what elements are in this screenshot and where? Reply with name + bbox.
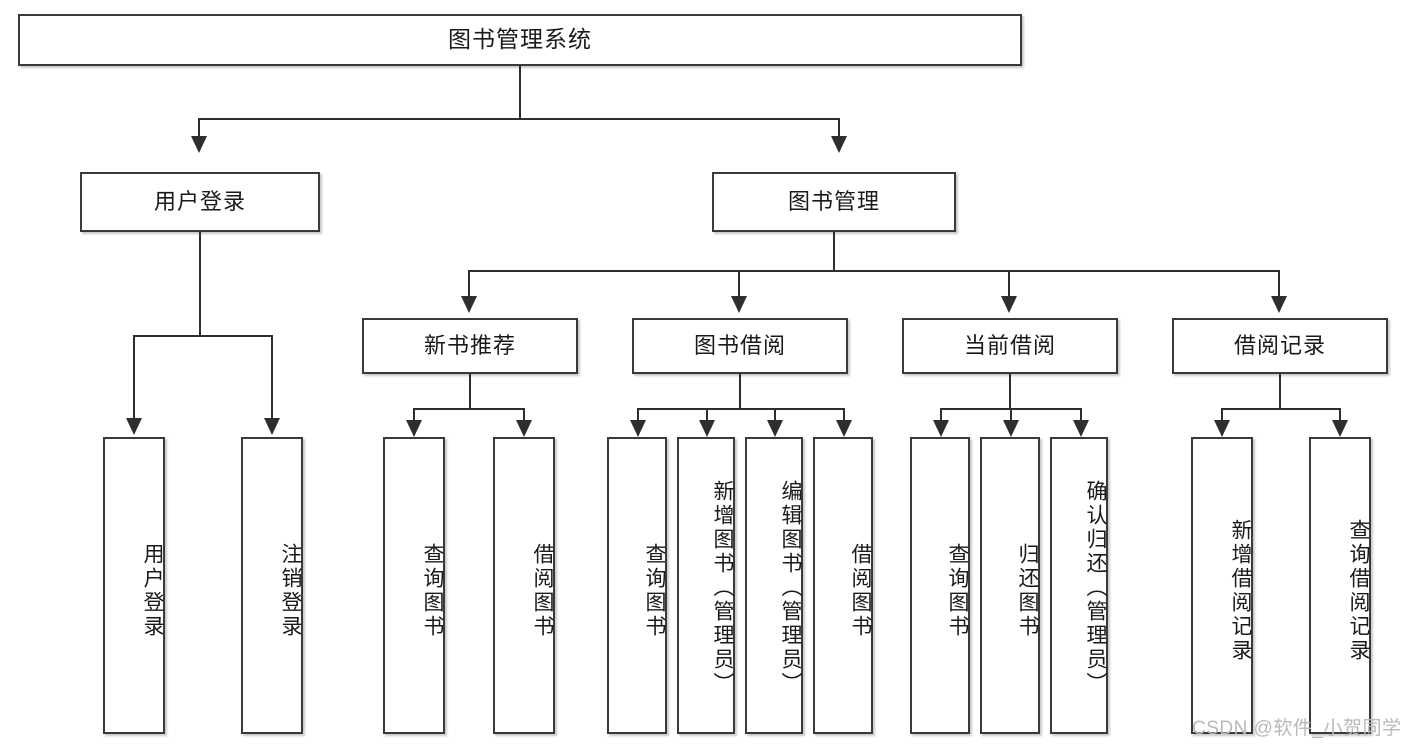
connector-bb-drop-2	[706, 408, 708, 420]
arrow-bb-leaf-1	[630, 420, 646, 437]
node-borrow-record[interactable]: 借阅记录	[1172, 318, 1388, 374]
connector-bm-drop-2	[738, 270, 740, 296]
connector-bb-bar	[637, 408, 845, 410]
arrow-bb-leaf-4	[836, 420, 852, 437]
leaf-cb-confirm-return-admin[interactable]: 确认归还（管理员）	[1050, 437, 1108, 734]
connector-cb-drop-3	[1080, 408, 1082, 420]
connector-root-bar	[198, 118, 840, 120]
connector-book-manage-bar	[468, 270, 1280, 272]
connector-bb-drop-4	[843, 408, 845, 420]
arrow-cb-leaf-2	[1003, 420, 1019, 437]
leaf-cb-query-book[interactable]: 查询图书	[910, 437, 970, 734]
leaf-bb-add-book-admin[interactable]: 新增图书（管理员）	[677, 437, 735, 734]
arrow-to-leaf-logout	[264, 418, 280, 435]
connector-br-bar	[1221, 408, 1339, 410]
node-book-borrow[interactable]: 图书借阅	[632, 318, 848, 374]
arrow-bb-leaf-3	[767, 420, 783, 437]
arrow-to-book-manage	[831, 136, 847, 153]
connector-bm-drop-4	[1278, 270, 1280, 296]
node-root-system[interactable]: 图书管理系统	[18, 14, 1022, 66]
connector-cb-drop-2	[1010, 408, 1012, 420]
node-book-manage[interactable]: 图书管理	[712, 172, 956, 232]
arrow-to-current-borrow	[1001, 296, 1017, 313]
leaf-bb-edit-book-admin[interactable]: 编辑图书（管理员）	[745, 437, 803, 734]
arrow-to-leaf-user-login	[126, 418, 142, 435]
arrow-to-book-borrow	[731, 296, 747, 313]
leaf-nbr-query-book[interactable]: 查询图书	[383, 437, 445, 734]
connector-bb-drop-1	[637, 408, 639, 420]
node-current-borrow[interactable]: 当前借阅	[902, 318, 1118, 374]
arrow-cb-leaf-3	[1073, 420, 1089, 437]
leaf-logout[interactable]: 注销登录	[241, 437, 303, 734]
arrow-to-borrow-record	[1271, 296, 1287, 313]
leaf-bb-query-book[interactable]: 查询图书	[607, 437, 667, 734]
leaf-nbr-borrow-book[interactable]: 借阅图书	[493, 437, 555, 734]
leaf-br-query-record[interactable]: 查询借阅记录	[1309, 437, 1371, 734]
arrow-bb-leaf-2	[699, 420, 715, 437]
connector-user-login-drop-1	[133, 335, 135, 418]
connector-bm-drop-3	[1008, 270, 1010, 296]
arrow-cb-leaf-1	[933, 420, 949, 437]
connector-bm-drop-1	[468, 270, 470, 296]
arrow-br-leaf-1	[1214, 420, 1230, 437]
connector-bb-stem	[739, 374, 741, 408]
arrow-to-user-login	[191, 136, 207, 153]
connector-root-stem	[519, 66, 521, 118]
leaf-cb-return-book[interactable]: 归还图书	[980, 437, 1040, 734]
connector-root-drop-right	[838, 118, 840, 136]
arrow-br-leaf-2	[1332, 420, 1348, 437]
node-user-login[interactable]: 用户登录	[80, 172, 320, 232]
connector-user-login-bar	[133, 335, 273, 337]
connector-nbr-stem	[469, 374, 471, 408]
arrow-nbr-leaf-1	[406, 420, 422, 437]
node-new-book-recommend[interactable]: 新书推荐	[362, 318, 578, 374]
connector-br-drop-2	[1339, 408, 1341, 420]
connector-br-stem	[1279, 374, 1281, 408]
arrow-to-new-book	[461, 296, 477, 313]
connector-nbr-drop-1	[413, 408, 415, 420]
connector-book-manage-stem	[833, 232, 835, 270]
connector-cb-stem	[1009, 374, 1011, 408]
connector-user-login-drop-2	[271, 335, 273, 418]
connector-nbr-drop-2	[523, 408, 525, 420]
connector-cb-drop-1	[940, 408, 942, 420]
leaf-bb-borrow-book[interactable]: 借阅图书	[813, 437, 873, 734]
connector-bb-drop-3	[774, 408, 776, 420]
arrow-nbr-leaf-2	[516, 420, 532, 437]
connector-br-drop-1	[1221, 408, 1223, 420]
leaf-br-add-record[interactable]: 新增借阅记录	[1191, 437, 1253, 734]
connector-nbr-bar	[413, 408, 525, 410]
connector-user-login-stem	[199, 232, 201, 335]
connector-root-drop-left	[198, 118, 200, 136]
leaf-user-login[interactable]: 用户登录	[103, 437, 165, 734]
